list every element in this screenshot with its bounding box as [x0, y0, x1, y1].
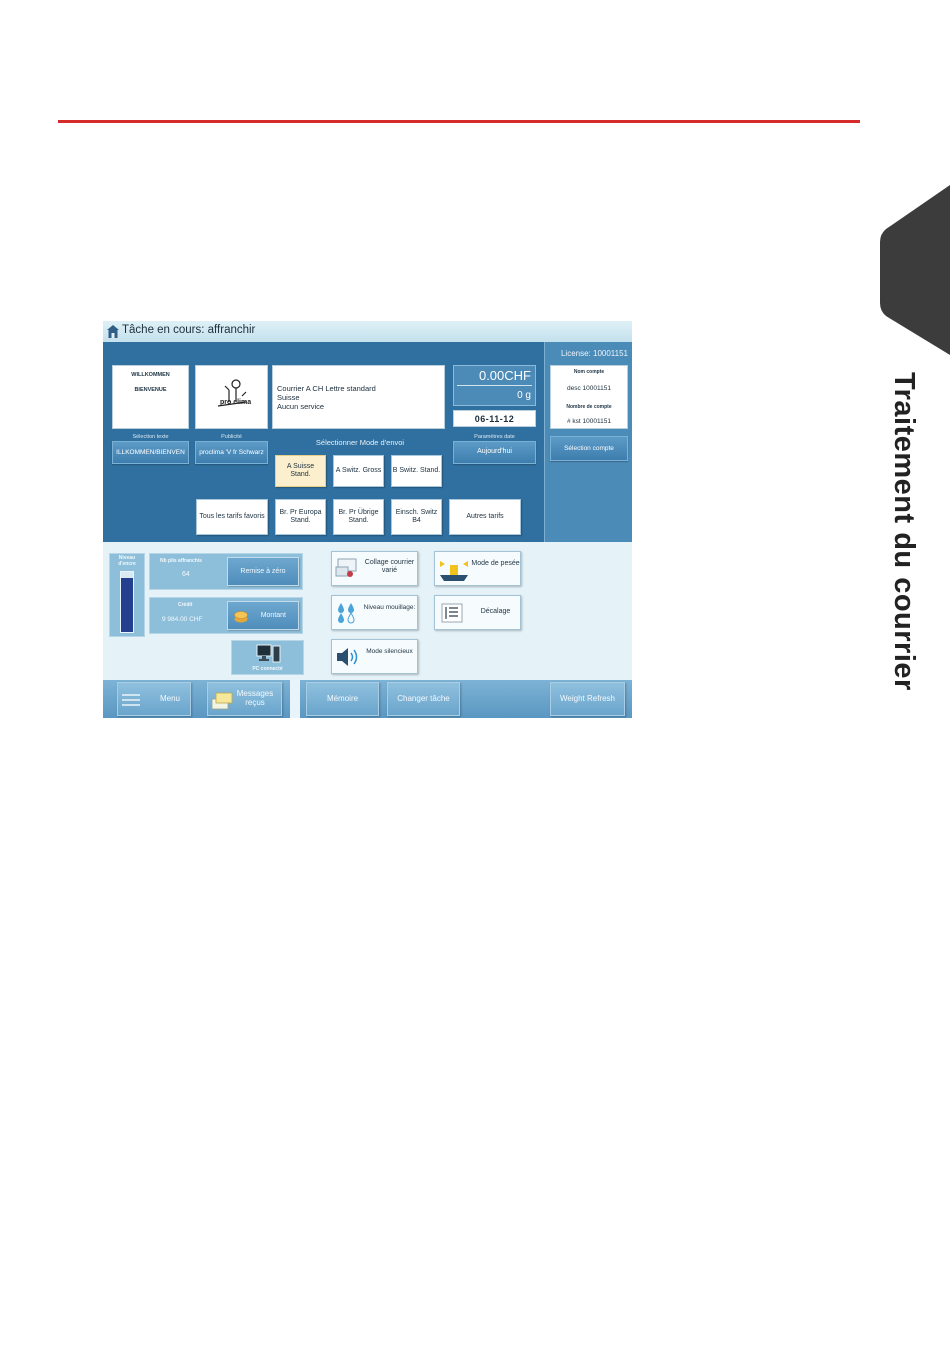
- counter-value: 64: [182, 571, 190, 578]
- wetting-tile[interactable]: Niveau mouillage:: [331, 595, 418, 630]
- message-line-1: WILLKOMMEN: [131, 372, 170, 378]
- main-panel: WILLKOMMEN BIENVENUE pro clima Courrier …: [103, 342, 544, 542]
- tariff-einsch-switz-b4[interactable]: Einsch. Switz B4: [391, 499, 442, 535]
- tariff-br-pr-europa[interactable]: Br. Pr Europa Stand.: [275, 499, 326, 535]
- task-title: Tâche en cours: affranchir: [122, 324, 256, 336]
- title-bar: Tâche en cours: affranchir: [103, 321, 632, 342]
- pc-status-label: PC connecté: [252, 666, 283, 672]
- speaker-icon: [337, 648, 358, 666]
- account-number-label: Nombre de compte: [566, 404, 612, 410]
- date-box: 06-11-12: [453, 410, 536, 427]
- weight-value: 0 g: [517, 390, 531, 401]
- credit-box: Crédit 9 984.00 CHF Montant: [149, 597, 303, 634]
- logo-text: pro clima: [220, 399, 252, 406]
- change-task-button[interactable]: Changer tâche: [387, 682, 460, 716]
- account-panel: License: 10001151 Nom compte desc 100011…: [544, 342, 632, 542]
- reset-counter-button[interactable]: Remise à zéro: [227, 557, 299, 586]
- mode-section-title: Sélectionner Mode d'envoi: [315, 438, 405, 447]
- date-params-button[interactable]: Aujourd'hui: [453, 441, 536, 464]
- counter-box: Nb plis affranchis 64 Remise à zéro: [149, 553, 303, 590]
- account-card[interactable]: Nom compte desc 10001151 Nombre de compt…: [550, 365, 628, 429]
- logo-image: [217, 379, 247, 407]
- mode-a-suisse-stand[interactable]: A Suisse Stand.: [275, 455, 326, 487]
- logo-card[interactable]: pro clima: [195, 365, 268, 429]
- bar-divider: [290, 680, 300, 718]
- collage-tile[interactable]: Collage courrier varié: [331, 551, 418, 586]
- ink-gauge-fill: [121, 578, 133, 632]
- machine-screen: Tâche en cours: affranchir WILLKOMMEN BI…: [103, 321, 632, 718]
- ink-gauge: [120, 571, 134, 633]
- ink-level-label: Niveau d'encre: [118, 555, 136, 567]
- chapter-tab: [880, 185, 950, 355]
- collage-label: Collage courrier varié: [364, 559, 415, 574]
- mail-info-line-2: Suisse: [277, 393, 300, 402]
- menu-icon: [122, 694, 140, 706]
- weigh-mode-tile[interactable]: Mode de pesée: [434, 551, 521, 586]
- amount-button-label: Montant: [260, 612, 286, 619]
- account-name-label: Nom compte: [573, 369, 605, 375]
- menu-label: Menu: [159, 693, 180, 703]
- text-selection-button[interactable]: ILLKOMMEN/BIENVEN: [112, 441, 189, 464]
- water-drops-icon: [338, 603, 355, 624]
- account-name-value: desc 10001151: [567, 385, 611, 392]
- advert-label: Publicité: [221, 434, 242, 440]
- home-icon[interactable]: [107, 325, 119, 338]
- mail-info-line-3: Aucun service: [277, 402, 325, 411]
- chapter-title: Traitement du courrier: [888, 372, 920, 691]
- credit-value: 9 984.00 CHF: [162, 616, 203, 623]
- envelopes-icon: [335, 558, 357, 577]
- weight-refresh-button[interactable]: Weight Refresh: [550, 682, 625, 716]
- amount-box: 0.00CHF 0 g: [453, 365, 536, 406]
- coins-icon: [234, 611, 248, 623]
- silent-mode-tile[interactable]: Mode silencieux: [331, 639, 418, 674]
- ink-level-box: Niveau d'encre: [109, 553, 145, 637]
- account-number-value: # kst 10001151: [567, 418, 611, 425]
- date-value: 06-11-12: [474, 414, 515, 424]
- weigh-mode-label: Mode de pesée: [471, 560, 520, 567]
- scale-icon: [440, 561, 468, 581]
- amount-value: 0.00CHF: [478, 368, 531, 383]
- memory-button[interactable]: Mémoire: [306, 682, 379, 716]
- header-rule: [58, 120, 860, 123]
- offset-tile[interactable]: Décalage: [434, 595, 521, 630]
- counter-label: Nb plis affranchis: [160, 558, 202, 564]
- mail-info-line-1: Courrier A CH Lettre standard: [277, 384, 376, 393]
- advert-button[interactable]: proclima 'V fr Schwarz: [195, 441, 268, 464]
- silent-mode-label: Mode silencieux: [366, 648, 413, 655]
- envelope-stack-icon: [211, 692, 233, 710]
- date-params-label: Paramètres date: [474, 434, 515, 440]
- message-line-2: BIENVENUE: [134, 387, 167, 393]
- text-selection-label: Sélection texte: [132, 434, 169, 440]
- message-card[interactable]: WILLKOMMEN BIENVENUE: [112, 365, 189, 429]
- mode-a-switz-gross[interactable]: A Switz. Gross: [333, 455, 384, 487]
- tariff-all-favorites[interactable]: Tous les tarifs favoris: [196, 499, 268, 535]
- offset-icon: [441, 603, 463, 623]
- tariff-br-pr-ubrige[interactable]: Br. Pr Übrige Stand.: [333, 499, 384, 535]
- menu-button[interactable]: Menu: [117, 682, 191, 716]
- messages-button[interactable]: Messages reçus: [207, 682, 282, 716]
- pc-icon: [256, 644, 281, 663]
- offset-label: Décalage: [480, 608, 511, 615]
- amount-button[interactable]: Montant: [227, 601, 299, 630]
- credit-label: Crédit: [178, 602, 193, 608]
- mail-info-card: Courrier A CH Lettre standard Suisse Auc…: [272, 365, 445, 429]
- license-text: License: 10001151: [560, 349, 628, 358]
- wetting-label: Niveau mouillage:: [363, 604, 416, 611]
- tariff-other[interactable]: Autres tarifs: [449, 499, 521, 535]
- bottom-bar: Menu Messages reçus Mémoire Changer tâch…: [103, 680, 632, 718]
- messages-label: Messages reçus: [236, 689, 274, 707]
- account-select-button[interactable]: Sélection compte: [550, 436, 628, 461]
- mode-b-switz-stand[interactable]: B Switz. Stand.: [391, 455, 442, 487]
- pc-status-box[interactable]: PC connecté: [231, 640, 304, 675]
